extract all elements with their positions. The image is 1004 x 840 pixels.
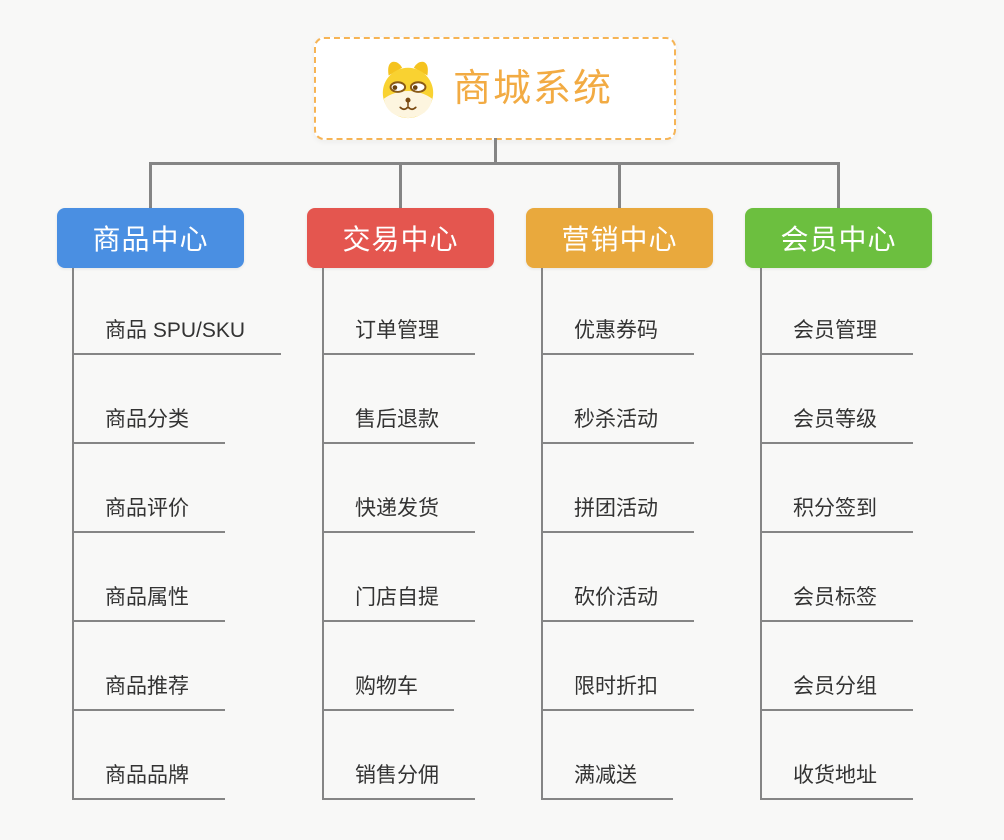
leaf-node[interactable]: 商品 SPU/SKU <box>72 316 282 355</box>
leaf-node[interactable]: 会员标签 <box>760 583 913 622</box>
leaf-node[interactable]: 会员等级 <box>760 405 913 444</box>
leaf-node[interactable]: 会员分组 <box>760 672 913 711</box>
leaf-node[interactable]: 门店自提 <box>322 583 475 622</box>
leaf-node[interactable]: 秒杀活动 <box>541 405 694 444</box>
leaf-node[interactable]: 会员管理 <box>760 316 913 355</box>
leaf-node[interactable]: 商品分类 <box>72 405 225 444</box>
connector-horizontal-rail <box>149 162 840 165</box>
branch-column-trade: 交易中心 订单管理 售后退款 快递发货 门店自提 购物车 销售分佣 <box>307 208 494 808</box>
root-node[interactable]: 商城系统 <box>314 37 676 140</box>
leaf-node[interactable]: 售后退款 <box>322 405 475 444</box>
connector-trunk-marketing <box>541 268 543 800</box>
branch-column-products: 商品中心 商品 SPU/SKU 商品分类 商品评价 商品属性 商品推荐 商品品牌 <box>57 208 282 808</box>
leaf-node[interactable]: 优惠券码 <box>541 316 694 355</box>
leaf-node[interactable]: 收货地址 <box>760 761 913 800</box>
connector-trunk-members <box>760 268 762 800</box>
connector-trunk-products <box>72 268 74 800</box>
leaf-node[interactable]: 商品推荐 <box>72 672 225 711</box>
leaf-node[interactable]: 商品评价 <box>72 494 225 533</box>
leaf-node[interactable]: 拼团活动 <box>541 494 694 533</box>
leaf-node[interactable]: 限时折扣 <box>541 672 694 711</box>
connector-drop-trade <box>399 165 402 209</box>
leaf-node[interactable]: 积分签到 <box>760 494 913 533</box>
branch-column-members: 会员中心 会员管理 会员等级 积分签到 会员标签 会员分组 收货地址 <box>745 208 932 808</box>
leaf-node[interactable]: 砍价活动 <box>541 583 694 622</box>
leaf-node[interactable]: 快递发货 <box>322 494 475 533</box>
branch-node-trade[interactable]: 交易中心 <box>307 208 494 268</box>
leaf-node[interactable]: 销售分佣 <box>322 761 475 800</box>
dog-face-icon <box>382 61 434 118</box>
leaf-node[interactable]: 商品品牌 <box>72 761 225 800</box>
branch-node-members[interactable]: 会员中心 <box>745 208 932 268</box>
connector-drop-marketing <box>618 165 621 209</box>
leaf-node[interactable]: 购物车 <box>322 672 454 711</box>
branch-column-marketing: 营销中心 优惠券码 秒杀活动 拼团活动 砍价活动 限时折扣 满减送 <box>526 208 713 808</box>
leaf-node[interactable]: 满减送 <box>541 761 673 800</box>
branch-node-products[interactable]: 商品中心 <box>57 208 244 268</box>
root-title: 商城系统 <box>452 67 613 110</box>
leaf-node[interactable]: 商品属性 <box>72 583 225 622</box>
leaf-node[interactable]: 订单管理 <box>322 316 475 355</box>
connector-drop-members <box>837 165 840 209</box>
connector-drop-products <box>149 165 152 209</box>
connector-root-stem <box>494 138 497 164</box>
connector-trunk-trade <box>322 268 324 800</box>
branch-node-marketing[interactable]: 营销中心 <box>526 208 713 268</box>
